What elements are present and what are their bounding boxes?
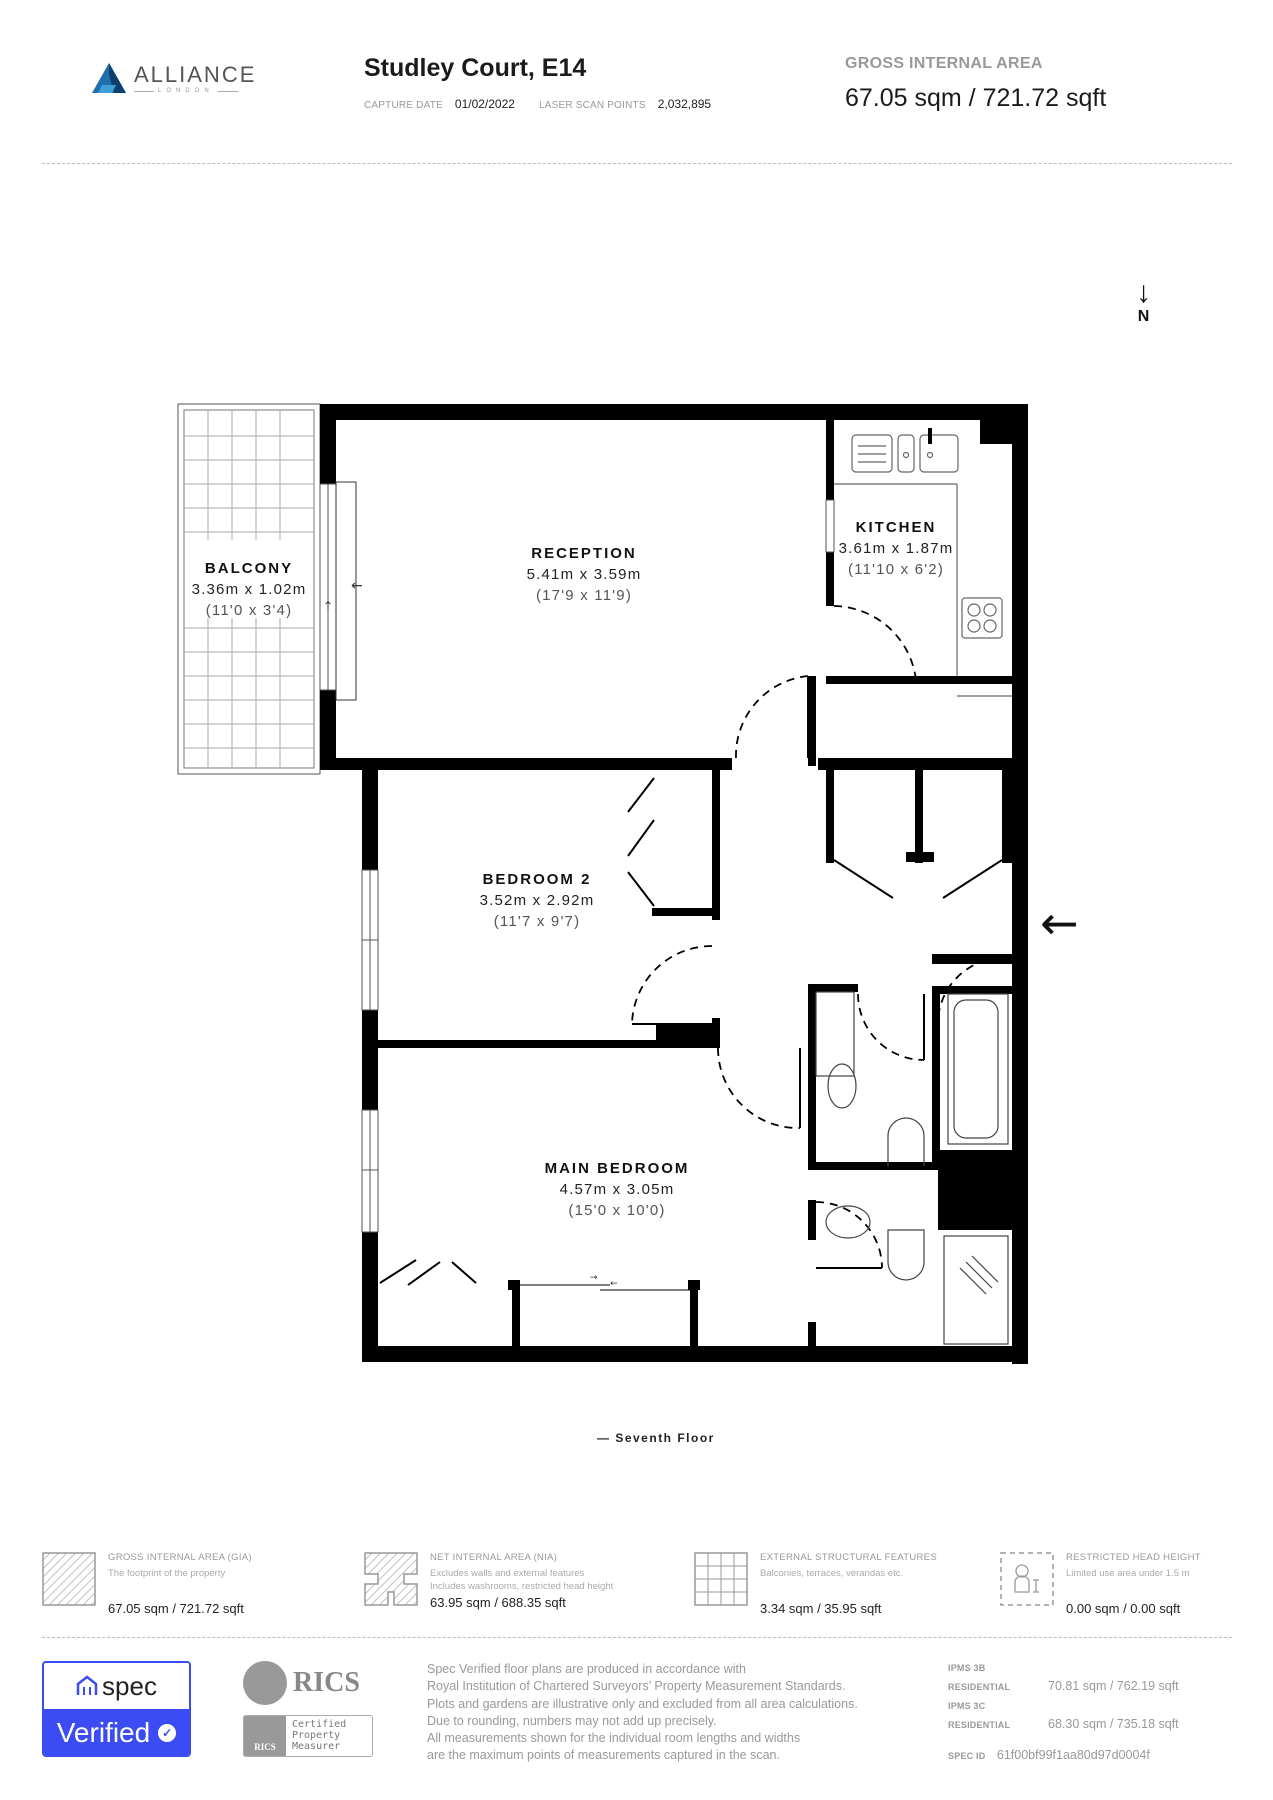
kitchen-fittings	[834, 434, 1012, 697]
room-name: BEDROOM 2	[482, 871, 592, 888]
disclaimer-line: are the maximum points of measurements c…	[427, 1748, 780, 1763]
legend-title: GROSS INTERNAL AREA (GIA)	[108, 1552, 252, 1563]
legend-external: EXTERNAL STRUCTURAL FEATURES Balconies, …	[694, 1552, 937, 1616]
ipms-3c-value: 68.30 sqm / 735.18 sqft	[1048, 1717, 1179, 1731]
nia-hatch-icon	[364, 1552, 418, 1606]
disclaimer-line: All measurements shown for the individua…	[427, 1731, 801, 1746]
legend-desc: Includes washrooms, restricted head heig…	[430, 1581, 614, 1592]
rics-certified-badge: RICS Certified Property Measurer	[243, 1715, 373, 1757]
room-imperial: (15'0 x 10'0)	[568, 1202, 666, 1219]
spec-logo-text: spec	[102, 1670, 157, 1701]
scan-points-label: LASER SCAN POINTS	[538, 100, 646, 111]
disclaimer-line: Plots and gardens are illustrative only …	[427, 1696, 858, 1711]
room-metric: 5.41m x 3.59m	[526, 566, 642, 583]
alliance-triangle-icon	[92, 63, 126, 93]
ipms-values: IPMS 3B RESIDENTIAL 70.81 sqm / 762.19 sq…	[948, 1659, 1179, 1735]
cert-line: Property	[292, 1730, 341, 1741]
brand-name: ALLIANCE	[134, 62, 257, 87]
ipms-3c-label: IPMS 3C RESIDENTIAL	[948, 1701, 1011, 1730]
legend-value: 63.95 sqm / 688.35 sqft	[430, 1595, 566, 1610]
room-name: MAIN BEDROOM	[544, 1160, 690, 1177]
svg-text:→: →	[590, 1273, 598, 1283]
header-divider	[42, 163, 1232, 164]
scan-points: 2,032,895	[657, 97, 712, 111]
room-metric: 3.61m x 1.87m	[838, 540, 954, 557]
disclaimer-line: Due to rounding, numbers may not add up …	[427, 1713, 717, 1728]
room-reception: RECEPTION 5.41m x 3.59m (17'9 x 11'9)	[527, 545, 642, 604]
hatch-icon	[42, 1552, 96, 1606]
north-arrow-icon: ↓	[1136, 276, 1151, 309]
legend-value: 3.34 sqm / 35.95 sqft	[760, 1601, 882, 1616]
cert-line: Certified	[292, 1719, 347, 1730]
walls	[320, 404, 1028, 1364]
rics-lion-icon	[243, 1661, 287, 1705]
room-name: KITCHEN	[855, 519, 937, 536]
disclaimer-line: Spec Verified floor plans are produced i…	[427, 1662, 746, 1676]
room-balcony: BALCONY 3.36m x 1.02m (11'0 x 3'4)	[192, 560, 307, 619]
ipms-3b-label: IPMS 3B RESIDENTIAL	[948, 1663, 1011, 1692]
gia-heading: GROSS INTERNAL AREA	[845, 55, 1043, 72]
svg-text:←: ←	[351, 578, 363, 594]
room-imperial: (11'10 x 6'2)	[847, 561, 945, 578]
spec-id-label: SPEC ID	[948, 1751, 986, 1761]
svg-text:↑: ↑	[323, 599, 333, 613]
ipms-3b-value: 70.81 sqm / 762.19 sqft	[1048, 1679, 1179, 1693]
legend-title: EXTERNAL STRUCTURAL FEATURES	[760, 1552, 937, 1563]
capture-date-label: CAPTURE DATE	[364, 100, 443, 111]
rics-badge-label: RICS	[244, 1716, 286, 1756]
legend-title: NET INTERNAL AREA (NIA)	[430, 1552, 558, 1563]
door-swings	[631, 605, 1001, 1269]
grid-icon	[694, 1552, 748, 1606]
room-imperial: (11'7 x 9'7)	[493, 913, 581, 930]
rics-name: RICS	[293, 1667, 360, 1698]
spec-id: SPEC ID 61f00bf99f1aa80d97d0004f	[948, 1748, 1150, 1762]
legend-desc: Limited use area under 1.5 m	[1066, 1568, 1190, 1579]
spec-id-value: 61f00bf99f1aa80d97d0004f	[996, 1748, 1150, 1762]
brand-sub: LONDON	[134, 88, 256, 94]
bathroom-fittings	[815, 991, 1009, 1345]
north-compass: ↓ N	[1136, 278, 1151, 326]
legend-nia: NET INTERNAL AREA (NIA) Excludes walls a…	[364, 1552, 613, 1610]
door-leaves	[379, 676, 1003, 1291]
room-name: RECEPTION	[531, 545, 637, 562]
floor-name: — Seventh Floor	[597, 1431, 715, 1445]
restricted-height-icon	[1000, 1552, 1054, 1606]
capture-meta: CAPTURE DATE 01/02/2022 LASER SCAN POINT…	[364, 97, 723, 111]
check-icon: ✓	[158, 1724, 177, 1742]
room-name: BALCONY	[204, 560, 294, 577]
legend-desc: Balconies, terraces, verandas etc.	[760, 1568, 904, 1579]
room-imperial: (17'9 x 11'9)	[535, 587, 633, 604]
spec-verified-text: Verified	[56, 1717, 151, 1748]
footer-divider	[42, 1637, 1232, 1638]
room-bedroom-2: BEDROOM 2 3.52m x 2.92m (11'7 x 9'7)	[480, 871, 595, 930]
legend-gia: GROSS INTERNAL AREA (GIA) The footprint …	[42, 1552, 252, 1616]
entrance-arrow-icon: ←	[1040, 896, 1079, 950]
legend-value: 67.05 sqm / 721.72 sqft	[108, 1601, 244, 1616]
rics-logo: RICS RICS Certified Property Measurer	[243, 1661, 373, 1757]
legend-restricted: RESTRICTED HEAD HEIGHT Limited use area …	[1000, 1552, 1201, 1616]
room-imperial: (11'0 x 3'4)	[205, 602, 293, 619]
floor-plan: ← ↑	[177, 403, 1028, 1364]
room-main-bedroom: MAIN BEDROOM 4.57m x 3.05m (15'0 x 10'0)	[545, 1160, 690, 1219]
alliance-logo: ALLIANCE LONDON	[92, 62, 256, 94]
room-kitchen: KITCHEN 3.61m x 1.87m (11'10 x 6'2)	[839, 519, 954, 578]
spec-verified-badge: spec Verified ✓	[42, 1661, 191, 1757]
legend-title: RESTRICTED HEAD HEIGHT	[1066, 1552, 1201, 1563]
legend-desc: Excludes walls and external features	[430, 1568, 585, 1579]
room-metric: 3.52m x 2.92m	[479, 892, 595, 909]
spec-house-icon	[76, 1675, 98, 1695]
room-metric: 3.36m x 1.02m	[191, 581, 307, 598]
north-label: N	[1137, 308, 1150, 325]
svg-text:←: ←	[610, 1279, 618, 1289]
gia-value: 67.05 sqm / 721.72 sqft	[845, 84, 1107, 112]
legend-value: 0.00 sqm / 0.00 sqft	[1066, 1601, 1181, 1616]
legend-desc: The footprint of the property	[108, 1568, 226, 1579]
disclaimer: Spec Verified floor plans are produced i…	[427, 1661, 927, 1765]
capture-date: 01/02/2022	[454, 97, 515, 111]
cert-line: Measurer	[292, 1741, 341, 1752]
room-metric: 4.57m x 3.05m	[559, 1181, 675, 1198]
disclaimer-line: Royal Institution of Chartered Surveyors…	[427, 1679, 846, 1694]
property-title: Studley Court, E14	[364, 54, 587, 82]
